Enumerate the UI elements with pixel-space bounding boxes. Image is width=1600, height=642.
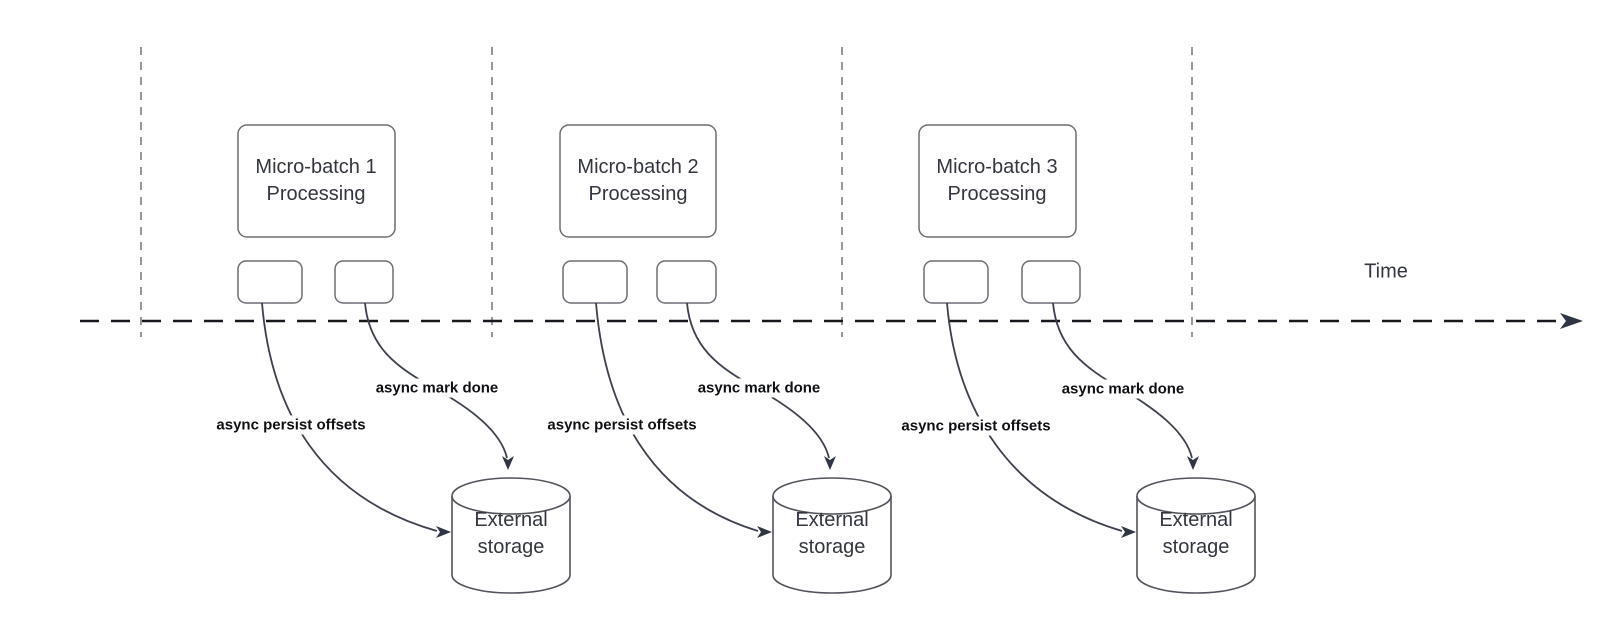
microbatch-1-offset-task-box [237,260,303,304]
storage-cylinder-3-top [1136,477,1256,515]
mark-done-arrowhead-2-icon [824,456,836,470]
persist-offsets-arrow-2 [595,302,759,532]
microbatch-1-done-task-box [334,260,394,304]
microbatch-2-offset-task-box [562,260,628,304]
storage-cylinder-3-body [1136,496,1256,594]
persist-offsets-label-2: async persist offsets [544,415,700,435]
storage-cylinder-1-body [451,496,571,594]
storage-cylinder-2-top [772,477,892,515]
mark-done-arrowhead-1-icon [502,456,514,470]
persist-offsets-label-1: async persist offsets [213,415,369,435]
external-storage-label-2: External storage [795,509,869,558]
mark-done-arrowhead-3-icon [1187,456,1199,470]
persist-offsets-label-3: async persist offsets [898,416,1054,436]
mark-done-label-1: async mark done [372,378,502,398]
microbatch-2-label: Micro-batch 2 Processing [577,156,699,205]
mark-done-label-3: async mark done [1058,379,1188,399]
storage-cylinder-2-body [772,496,892,594]
storage-cylinder-1-top [451,477,571,515]
microbatch-1-box [237,124,396,238]
microbatch-3-label: Micro-batch 3 Processing [936,156,1058,205]
persist-offsets-arrowhead-1-icon [436,526,451,538]
microbatch-3-box [918,124,1077,238]
microbatch-2-box [559,124,717,238]
time-axis-arrowhead-icon [1560,313,1583,329]
external-storage-label-3: External storage [1159,509,1233,558]
persist-offsets-arrow-3 [946,302,1123,532]
time-axis-label: Time [1364,260,1408,283]
microbatch-1-label: Micro-batch 1 Processing [255,156,377,205]
mark-done-label-2: async mark done [694,378,824,398]
persist-offsets-arrowhead-2-icon [757,526,772,538]
external-storage-label-1: External storage [474,509,548,558]
persist-offsets-arrow-1 [261,302,438,532]
microbatch-2-done-task-box [656,260,717,304]
persist-offsets-arrowhead-3-icon [1121,526,1136,538]
microbatch-3-offset-task-box [923,260,989,304]
microbatch-3-done-task-box [1021,260,1081,304]
